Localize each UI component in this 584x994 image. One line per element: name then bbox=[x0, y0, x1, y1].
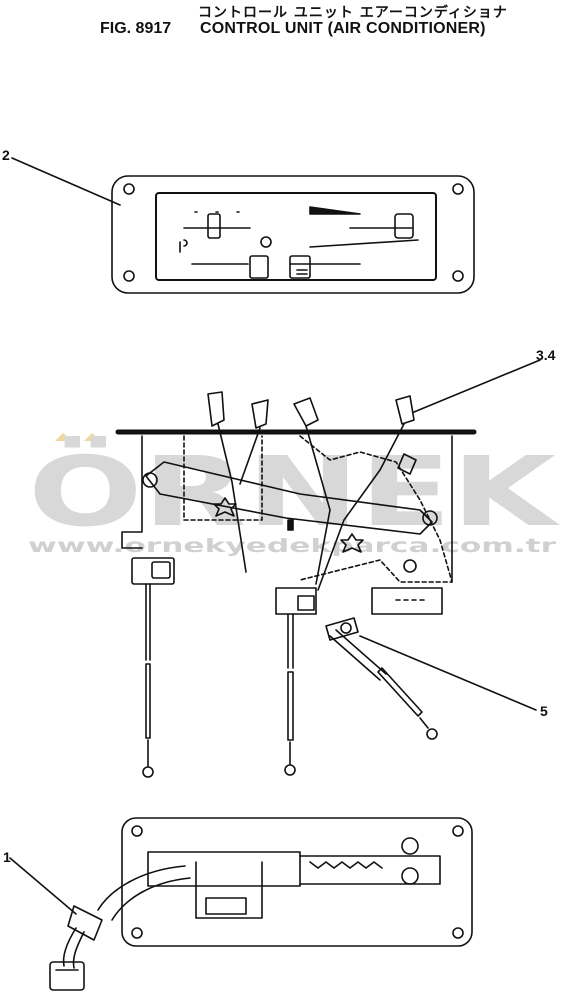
callout-3-4: 3.4 bbox=[536, 347, 556, 363]
watermark-accent-left bbox=[55, 433, 72, 441]
figure-caption: CONTROL UNIT (AIR CONDITIONER) bbox=[200, 20, 486, 37]
japanese-title: コントロール ユニット エアーコンディショナ bbox=[198, 5, 508, 21]
watermark: ÖRNEK www.ornekyedekparca.com.tr bbox=[28, 433, 561, 557]
leader-3-4 bbox=[413, 359, 541, 413]
leader-1 bbox=[9, 857, 77, 915]
callout-1: 1 bbox=[3, 849, 11, 865]
leader-5 bbox=[359, 635, 537, 711]
watermark-url: www.ornekyedekparca.com.tr bbox=[28, 535, 557, 557]
panel-rear-part bbox=[49, 817, 473, 991]
figure-number: FIG. 8917 bbox=[100, 20, 172, 37]
callout-5: 5 bbox=[540, 703, 548, 719]
leader-2 bbox=[11, 157, 121, 206]
watermark-brand: ÖRNEK bbox=[28, 435, 561, 548]
lever-mechanism-part bbox=[115, 391, 477, 778]
callout-2: 2 bbox=[2, 147, 10, 163]
control-panel-part bbox=[111, 175, 475, 294]
watermark-accent-right bbox=[84, 433, 101, 441]
